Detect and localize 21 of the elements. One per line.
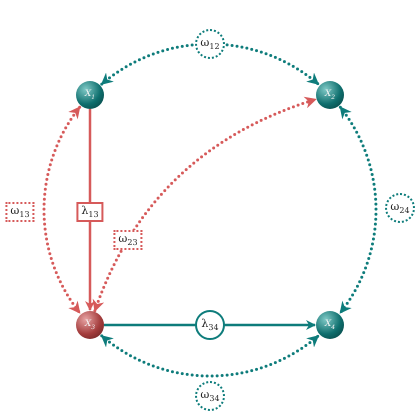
node-label: X$_{4}$	[324, 319, 336, 331]
arrow	[85, 109, 95, 311]
edge-label: ω$_{24}$	[385, 193, 415, 223]
sphere-node	[316, 311, 344, 339]
arrow	[100, 334, 320, 378]
edge-label: ω$_{13}$	[5, 202, 35, 222]
arrow	[100, 42, 320, 86]
sphere-node	[76, 311, 104, 339]
arrow	[93, 97, 318, 312]
sphere-node	[316, 81, 344, 109]
arrow	[42, 106, 82, 314]
edge-label: ω$_{12}$	[195, 29, 225, 59]
node-label: X$_{2}$	[324, 89, 336, 101]
node-label: X$_{1}$	[84, 89, 96, 101]
edge-label: ω$_{34}$	[195, 381, 225, 411]
edge-label: λ$_{34}$	[195, 310, 225, 340]
sphere-node	[76, 81, 104, 109]
node-label: X$_{3}$	[84, 319, 96, 331]
edge-label: λ$_{13}$	[76, 202, 104, 222]
arrow	[338, 106, 378, 314]
edge-label: ω$_{23}$	[113, 230, 143, 250]
